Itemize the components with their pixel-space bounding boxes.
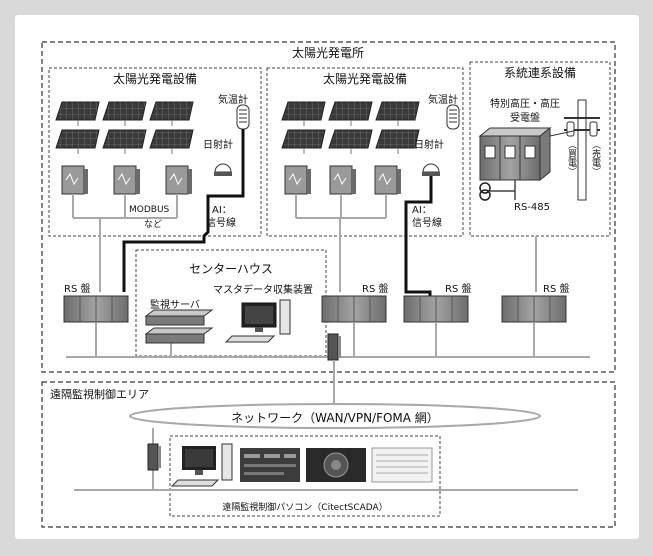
modbus-label: MODBUS [129,205,169,215]
thermometer-icon-left [237,105,249,129]
monitoring-server-label: 監視サーバ [150,296,200,311]
thermometer-label-left: 気温計 [218,91,248,106]
master-data-device-label: マスタデータ収集装置 [213,281,313,296]
rs-panel-icon [322,296,386,322]
plant-title: 太陽光発電所 [292,44,364,61]
signal-line-label-left: 信号線 [206,214,236,229]
signal-line-label-right: 信号線 [412,214,442,229]
buy-power-label: （買電） [565,140,578,176]
scada-screenshot-2 [306,448,366,482]
inverter-icon [62,166,88,194]
thermometer-label-right: 気温計 [428,91,458,106]
network-label: ネットワーク（WAN/VPN/FOMA 網） [231,409,439,426]
scada-screenshot-1 [240,448,300,482]
gateway-icon [328,334,341,360]
remote-area-title: 遠隔監視制御エリア [50,386,149,402]
rs-panel-label-4: RS 盤 [543,280,569,295]
rs-panel-label-3: RS 盤 [445,280,471,295]
substation-label-2: 受電盤 [510,109,540,124]
thermometer-icon-right [447,105,459,129]
substation-label-1: 特別高圧・高圧 [490,95,560,110]
inverter-icon [166,166,192,194]
center-house-title: センターハウス [189,260,273,277]
inverter-group-left [62,166,192,194]
scada-screenshot-3 [372,448,432,482]
substation-panel-icon [480,128,550,180]
pv-facility-right-title: 太陽光発電設備 [323,70,407,87]
remote-pc-caption: 遠隔監視制御パソコン（CitectSCADA） [222,500,387,513]
inverter-icon [375,166,401,194]
rs-panel-icon [502,296,566,322]
pyranometer-label-left: 日射計 [203,136,233,151]
inverter-icon [114,166,140,194]
modbus-note-label: など [144,217,162,230]
pv-facility-left-title: 太陽光発電設備 [113,70,197,87]
pyranometer-label-right: 日射計 [414,136,444,151]
rs-panel-label-1: RS 盤 [64,280,90,295]
router-icon [148,444,161,470]
inverter-group-right [285,166,401,194]
rs-panel-icon [64,296,128,322]
rs485-label: RS-485 [514,202,550,213]
rs-panel-label-2: RS 盤 [362,280,388,295]
inverter-icon [330,166,356,194]
rs-panel-icon [404,296,468,322]
inverter-icon [285,166,311,194]
sell-power-label: （売電） [589,140,602,176]
grid-facility-title: 系統連系設備 [504,64,576,81]
